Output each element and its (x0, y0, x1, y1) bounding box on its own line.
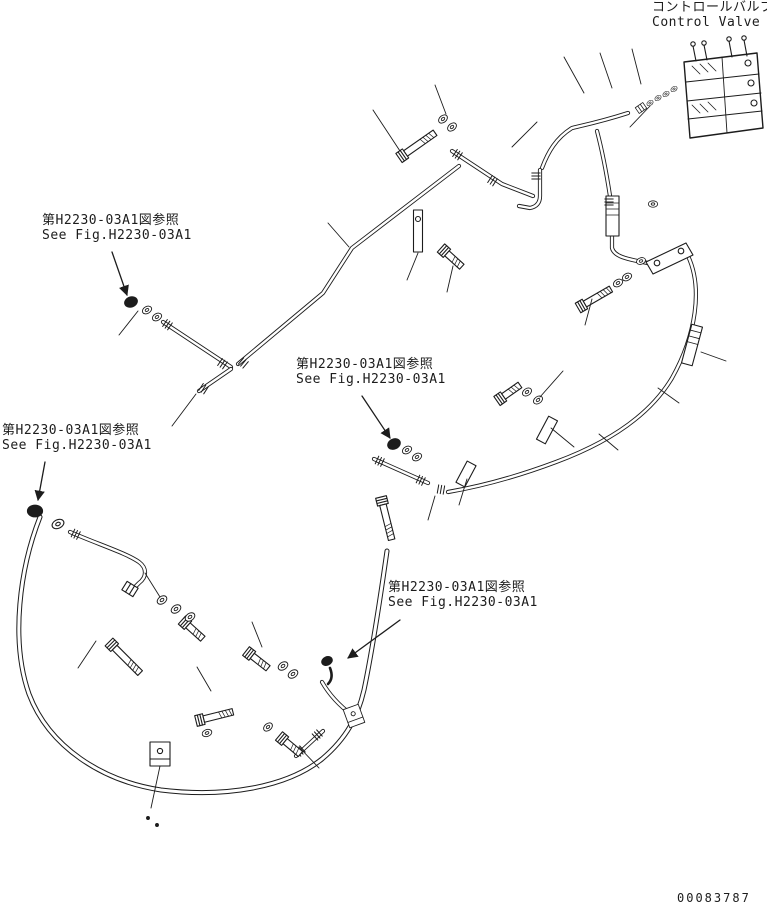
fig-reference-en: See Fig.H2230-03A1 (296, 372, 446, 387)
fig-reference-en: See Fig.H2230-03A1 (42, 228, 192, 243)
fig-reference-center: 第H2230-03A1図参照 See Fig.H2230-03A1 (296, 357, 446, 387)
fig-reference-jp: 第H2230-03A1図参照 (42, 213, 180, 228)
arrow-lower-left (34, 461, 46, 502)
fig-reference-jp: 第H2230-03A1図参照 (388, 580, 526, 595)
arrow-upper-left (111, 251, 129, 296)
fig-reference-lower-left: 第H2230-03A1図参照 See Fig.H2230-03A1 (2, 423, 152, 453)
plugs (26, 294, 403, 518)
fig-reference-en: See Fig.H2230-03A1 (2, 438, 152, 453)
drawing-number: 00083787 (677, 891, 751, 905)
leader-lines (77, 48, 727, 769)
callout-arrows (34, 251, 401, 659)
hydraulic-hose (16, 514, 390, 796)
fig-reference-en: See Fig.H2230-03A1 (388, 595, 538, 610)
fig-reference-jp: 第H2230-03A1図参照 (296, 357, 434, 372)
control-valve-assembly (634, 35, 764, 139)
fig-reference-upper-left: 第H2230-03A1図参照 See Fig.H2230-03A1 (42, 213, 192, 243)
hydraulic-tubes (67, 110, 698, 759)
fig-reference-jp: 第H2230-03A1図参照 (2, 423, 140, 438)
fittings-and-clamps (146, 195, 704, 827)
fig-reference-lower-center: 第H2230-03A1図参照 See Fig.H2230-03A1 (388, 580, 538, 610)
valve-title: コントロールバルブ Control Valve (652, 0, 767, 30)
valve-title-en: Control Valve (652, 15, 761, 30)
valve-title-jp: コントロールバルブ (652, 0, 767, 15)
arrow-lower-center (347, 619, 401, 659)
arrow-center (361, 395, 391, 439)
